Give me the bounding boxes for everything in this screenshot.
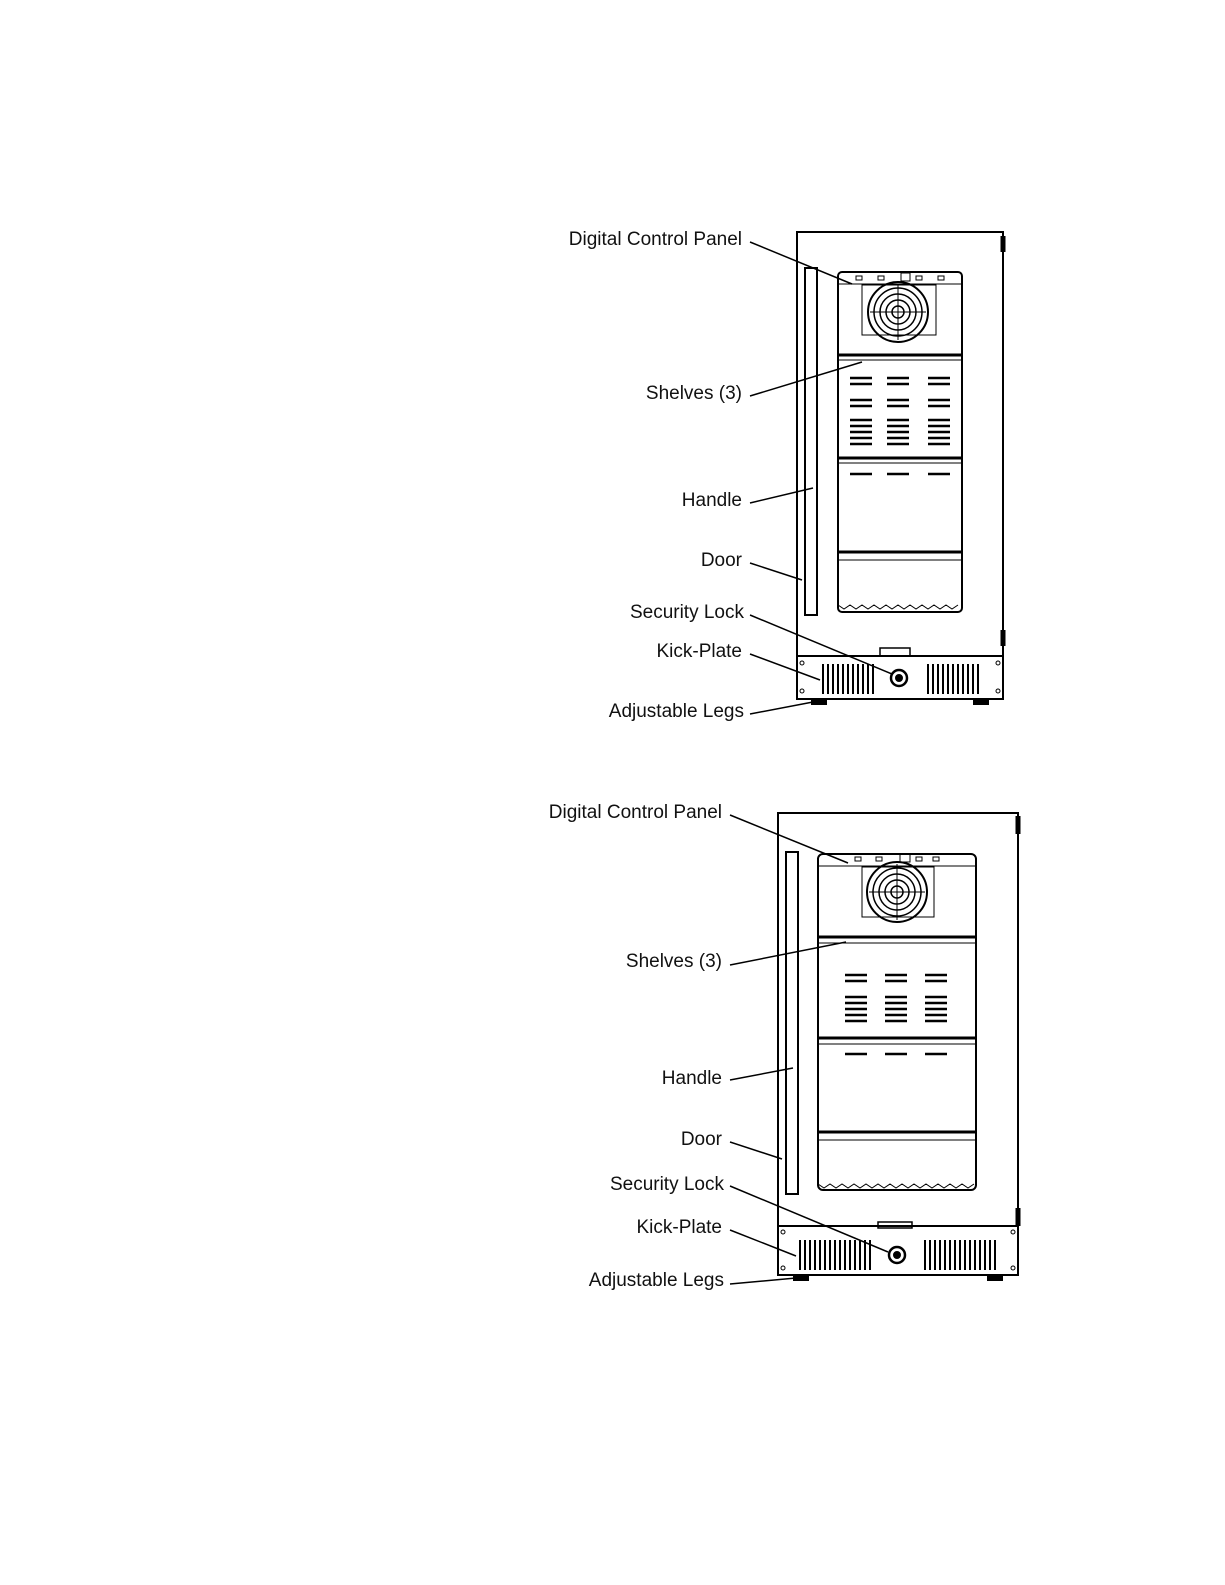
label-shelves: Shelves (3) — [570, 951, 722, 973]
fan-icon — [862, 282, 936, 342]
leg-left — [794, 1275, 808, 1280]
cabinet-outline — [797, 232, 1003, 699]
label-digital-control-panel: Digital Control Panel — [540, 229, 742, 251]
leg-left — [812, 699, 826, 704]
leg-right — [988, 1275, 1002, 1280]
label-door: Door — [620, 1129, 722, 1151]
leader-lines — [730, 815, 888, 1284]
shelves-shape — [838, 355, 962, 560]
label-digital-control-panel: Digital Control Panel — [520, 802, 722, 824]
air-vents — [850, 378, 950, 474]
label-security-lock: Security Lock — [580, 602, 744, 624]
control-buttons — [855, 854, 939, 862]
label-shelves: Shelves (3) — [590, 383, 742, 405]
label-door: Door — [640, 550, 742, 572]
glass-window — [838, 272, 962, 612]
label-adjustable-legs: Adjustable Legs — [560, 701, 744, 723]
label-security-lock: Security Lock — [560, 1174, 724, 1196]
label-handle: Handle — [600, 1068, 722, 1090]
fan-icon — [862, 862, 934, 922]
handle-shape — [786, 852, 798, 1194]
fridge-drawing-2 — [0, 760, 1225, 1585]
fridge-diagram-2: Digital Control Panel Shelves (3) Handle… — [0, 760, 1225, 1585]
handle-shape — [805, 268, 817, 615]
fridge-diagram-1: Digital Control Panel Shelves (3) Handle… — [0, 0, 1225, 760]
label-adjustable-legs: Adjustable Legs — [540, 1270, 724, 1292]
shelves-shape — [818, 937, 976, 1140]
label-kick-plate: Kick-Plate — [580, 1217, 722, 1239]
air-vents — [845, 975, 947, 1054]
leader-lines — [750, 242, 892, 714]
lock-icon — [891, 670, 907, 686]
leg-right — [974, 699, 988, 704]
label-kick-plate: Kick-Plate — [600, 641, 742, 663]
lock-icon — [889, 1247, 905, 1263]
label-handle: Handle — [620, 490, 742, 512]
control-buttons — [856, 273, 944, 281]
